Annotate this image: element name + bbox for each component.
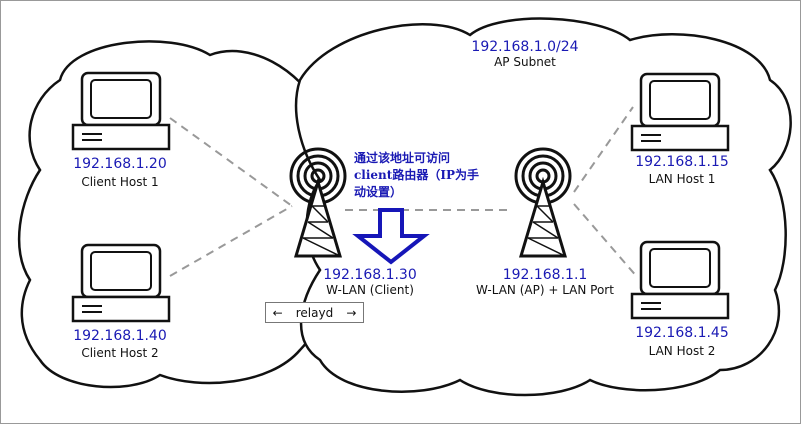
host-ip: 192.168.1.15 — [635, 154, 729, 170]
left-arrow-icon: ← — [272, 305, 283, 320]
host-label: LAN Host 1 — [648, 172, 716, 186]
link-lan1 — [573, 106, 634, 193]
subnet-ip: 192.168.1.0/24 — [471, 39, 579, 55]
link-client2 — [169, 205, 293, 277]
host-ip: 192.168.1.45 — [635, 325, 729, 341]
computer-icon — [630, 240, 730, 320]
router-label: W-LAN (Client) — [326, 283, 414, 297]
relayd-label: relayd — [295, 305, 334, 320]
computer-icon — [71, 243, 171, 323]
relayd-box: ← relayd → — [265, 302, 364, 323]
host-ip: 192.168.1.40 — [73, 328, 167, 344]
computer-icon — [71, 71, 171, 151]
router-ip: 192.168.1.1 — [502, 267, 588, 283]
annotation-text: 通过该地址可访问client路由器（IP为手动设置） — [354, 151, 479, 199]
host-label: LAN Host 2 — [648, 344, 716, 358]
router-label: W-LAN (AP) + LAN Port — [476, 283, 614, 297]
down-arrow-icon — [352, 208, 430, 265]
computer-icon — [630, 72, 730, 152]
host-label: Client Host 2 — [81, 346, 159, 360]
link-client1 — [169, 117, 293, 207]
host-label: Client Host 1 — [81, 175, 159, 189]
host-ip: 192.168.1.20 — [73, 156, 167, 172]
router-ip: 192.168.1.30 — [323, 267, 417, 283]
right-arrow-icon: → — [346, 305, 357, 320]
link-lan2 — [573, 203, 639, 279]
subnet-label: AP Subnet — [494, 55, 556, 69]
